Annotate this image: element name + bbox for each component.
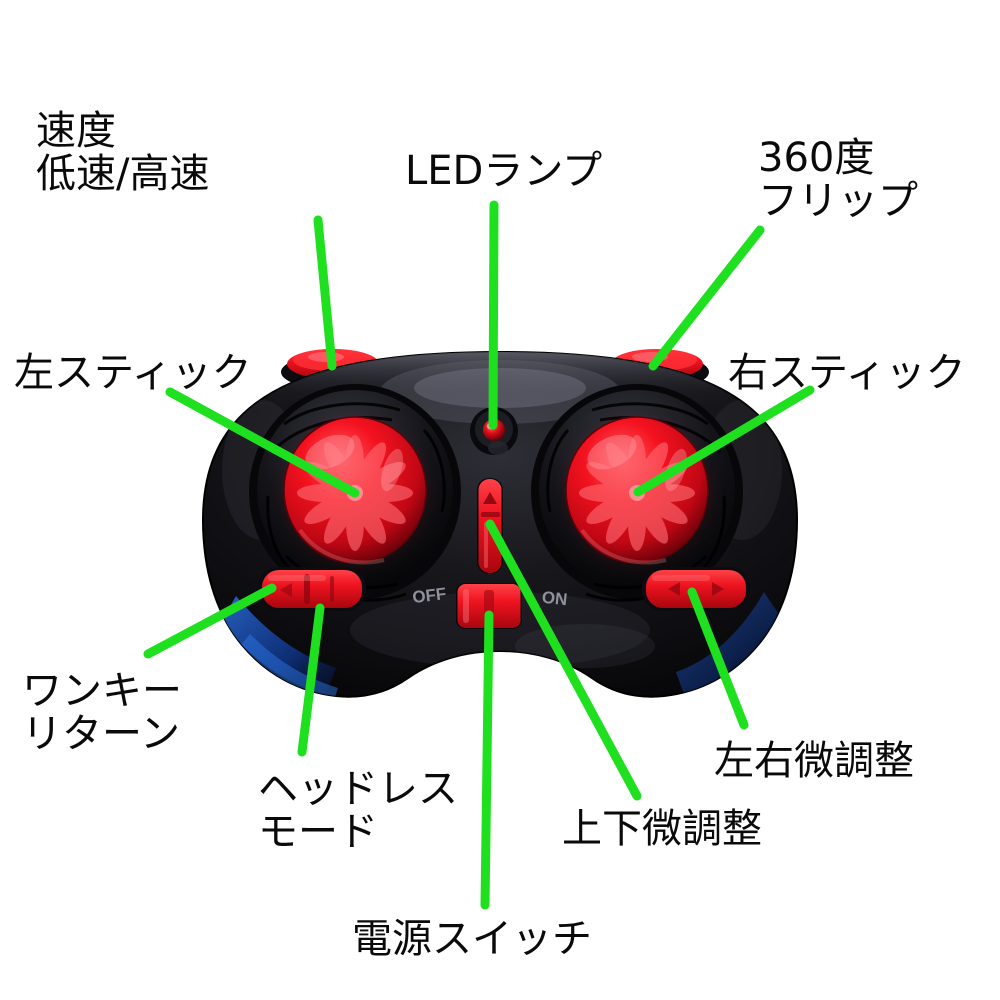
headless-mode-label: ヘッドレス モード (258, 766, 458, 856)
one-key-return-button[interactable] (258, 567, 366, 611)
ud-trim-label: 上下微調整 (562, 806, 762, 852)
left-stick-label: 左スティック (14, 350, 252, 396)
speed-label: 速度 低速/高速 (36, 108, 210, 198)
lr-trim-label: 左右微調整 (714, 738, 914, 784)
up-down-trim-slider[interactable] (477, 478, 503, 574)
power-on-marking: ON (541, 588, 568, 610)
right-stick-petal-pattern (579, 435, 695, 551)
led-lamp-label: LEDランプ (405, 148, 603, 194)
led-indicator (470, 407, 518, 455)
left-right-trim-button[interactable] (642, 567, 750, 611)
flip-360-label: 360度 フリップ (758, 135, 918, 225)
one-key-return-label: ワンキー リターン (22, 668, 182, 758)
power-switch-label: 電源スイッチ (352, 916, 592, 962)
power-off-marking: OFF (411, 584, 447, 607)
